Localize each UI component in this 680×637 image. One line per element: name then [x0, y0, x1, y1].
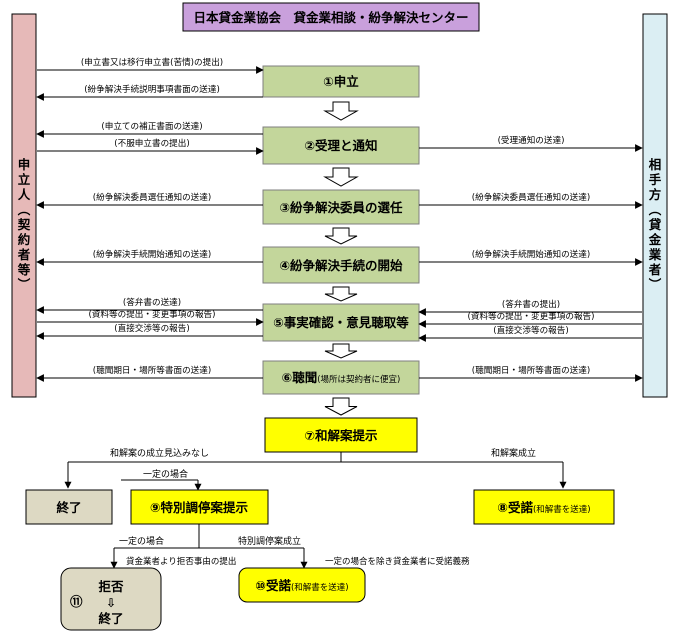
right-party-char: ︵: [648, 202, 662, 217]
step-1-label: ①申立: [323, 74, 359, 89]
step-4-label: ④紛争解決手続の開始: [279, 258, 403, 273]
left-party-char: 約: [18, 232, 31, 247]
step-8-label: ⑧受諾(和解書を送達): [497, 500, 590, 515]
step-9-label: ⑨特別調停案提示: [150, 500, 249, 515]
right-party-char: 貸: [649, 217, 662, 232]
step-10-label: ⑩受諾(和解書を送達): [255, 578, 348, 593]
left-flow-label: (紛争解決手続開始通知の送達): [93, 248, 211, 260]
down-arrow-1: [323, 101, 359, 121]
right-party-char: 者: [648, 262, 662, 277]
right-party-bar: [642, 13, 668, 398]
right-party-char: 方: [649, 187, 662, 202]
step-6-label: ⑥聴聞(場所は契約者に便宜): [282, 370, 401, 385]
left-party-char: ︵: [17, 202, 31, 217]
down-arrow-4: [324, 286, 358, 302]
left-flow-label: (紛争解決委員選任通知の送達): [93, 191, 211, 203]
step-7-label: ⑦和解案提示: [304, 428, 378, 443]
step-2-box: [262, 126, 420, 165]
end-label: 終了: [56, 500, 81, 515]
header-title: 日本貸金業協会 貸金業相談・紛争解決センター: [193, 10, 468, 25]
left-flow-label: (不服申立書の提出): [114, 137, 189, 149]
label-certain-case-2: 一定の場合: [119, 535, 164, 547]
down-arrow-3: [324, 227, 358, 245]
header-box: [182, 2, 480, 32]
left-flow-label: (紛争解決手続説明事項書面の送達): [84, 83, 220, 95]
down-arrow-2: [323, 167, 359, 187]
step-6-main: ⑥聴聞: [282, 370, 318, 385]
label-certain-case-1: 一定の場合: [143, 468, 188, 480]
left-party-char: ︶: [17, 277, 31, 292]
left-flow-label: (申立ての補正書面の送達): [101, 120, 202, 132]
left-flow-label: (申立書又は移行申立書(苦情)の提出): [81, 56, 223, 68]
step-3-box: [262, 189, 420, 225]
step-8-main: ⑧受諾: [497, 500, 533, 515]
right-party-char: 手: [649, 172, 662, 187]
right-flow-label: (資料等の提出・変更事項の報告): [467, 310, 594, 322]
down-arrow-6: [324, 397, 358, 416]
step-5-label: ⑤事実確認・意見聴取等: [273, 315, 409, 330]
step-11-refuse: 拒否: [98, 579, 124, 594]
right-flow-label: (聴聞期日・場所等書面の送達): [472, 364, 590, 376]
step-11-num: ⑪: [70, 594, 83, 609]
end-box: [25, 489, 113, 525]
left-party-bar: [11, 13, 37, 398]
step-2-label: ②受理と通知: [304, 138, 377, 153]
left-flow-label: (聴聞期日・場所等書面の送達): [93, 364, 211, 376]
right-flow-label: (紛争解決手続開始通知の送達): [472, 248, 590, 260]
step-1-box: [262, 65, 420, 98]
step-6-sub: (場所は契約者に便宜): [317, 374, 400, 385]
label-no-prospect: 和解案の成立見込みなし: [110, 447, 209, 459]
label-established: 和解案成立: [491, 447, 536, 459]
right-party-char: ︶: [648, 277, 662, 292]
right-flow-label: (紛争解決委員選任通知の送達): [472, 191, 590, 203]
left-flow-label: (答弁書の送達): [123, 296, 181, 308]
step-11-end: 終了: [98, 611, 123, 626]
right-flow-label: (直接交渉等の報告): [493, 324, 568, 336]
step-3-label: ③紛争解決委員の選任: [279, 200, 403, 215]
right-party-label: 相手方︵貸金業者︶: [648, 157, 662, 292]
step-8-box: [473, 489, 615, 525]
label-obligation: 一定の場合を除き貸金業者に受諾義務: [325, 556, 470, 567]
down-arrow-5: [324, 343, 358, 359]
step-8-sub: (和解書を送達): [533, 504, 591, 515]
step-11-arrow: ⇩: [106, 596, 116, 610]
right-flow-label: (答弁書の提出): [502, 298, 560, 310]
left-flow-label: (直接交渉等の報告): [114, 322, 189, 334]
left-flow-label: (資料等の提出・変更事項の報告): [88, 308, 215, 320]
step-11-box: [60, 567, 162, 631]
right-party-char: 相: [649, 157, 662, 172]
left-party-char: 立: [18, 172, 31, 187]
step-7-box: [264, 417, 418, 453]
step-4-box: [262, 246, 420, 284]
left-party-char: 者: [17, 247, 31, 262]
step-10-main: ⑩受諾: [255, 578, 291, 593]
step-connectors: [323, 101, 359, 416]
left-party-char: 等: [17, 262, 31, 277]
step-9-box: [130, 489, 269, 525]
left-party-char: 契: [17, 217, 31, 232]
right-flow-label: (受理通知の送達): [498, 134, 565, 146]
step-10-sub: (和解書を送達): [291, 582, 349, 593]
left-party-char: 人: [18, 187, 31, 202]
right-party-char: 業: [648, 247, 662, 262]
step-10-box: [238, 567, 366, 603]
flow-arrows: (申立書又は移行申立書(苦情)の提出) (紛争解決手続説明事項書面の送達) (申立て…: [36, 56, 643, 382]
label-refusal-reason: 貸金業者より拒否事由の提出: [126, 556, 236, 567]
label-special-established: 特別調停案成立: [238, 535, 301, 547]
right-party-char: 金: [648, 232, 662, 247]
left-party-char: 申: [18, 157, 31, 172]
